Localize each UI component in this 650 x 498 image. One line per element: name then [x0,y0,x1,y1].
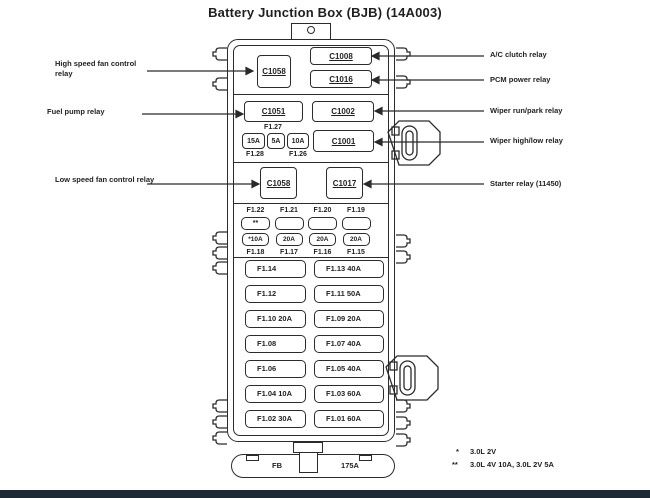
mounting-clip-icon [395,250,411,264]
large-fuse-f1-03: F1.03 60A [314,385,384,403]
megafuse-notch [299,452,318,473]
capsule-tab-right [359,455,372,461]
relay-c1058-high-speed-fan: C1058 [257,55,291,88]
relay-c1008-ac-clutch: C1008 [310,47,372,65]
relay-label-pcm-power: PCM power relay [490,75,551,84]
relay-label-starter: Starter relay (11450) [490,179,562,188]
relay-c1001-wiper-high-low: C1001 [313,130,374,152]
fuse-f1-18: *10A [242,233,269,246]
fuse-label-f1-15: F1.15 [347,249,365,256]
capsule-tab-left [246,455,259,461]
page-title: Battery Junction Box (BJB) (14A003) [208,5,442,20]
relay-c1002-wiper-run-park: C1002 [312,101,374,122]
relay-c1017-starter: C1017 [326,167,363,199]
fuse-f1-19 [341,217,371,230]
fuse-10a: 10A [287,133,309,149]
footnote-mark-single: * [456,447,459,456]
fuse-label-f1-27: F1.27 [264,124,282,131]
relay-c1016-pcm-power: C1016 [310,70,372,88]
megafuse-amps-label: 175A [341,461,359,470]
mounting-clip-icon [212,431,228,445]
section-divider [233,162,389,163]
large-fuse-grid: F1.14 F1.13 40A F1.12 F1.11 50A F1.10 20… [245,260,384,428]
large-fuse-f1-09: F1.09 20A [314,310,384,328]
footnote-text-single: 3.0L 2V [470,447,497,456]
footnote-text-double: 3.0L 4V 10A, 3.0L 2V 5A [470,460,554,469]
mounting-clip-icon [395,416,411,430]
large-fuse-f1-12: F1.12 [245,285,306,303]
mounting-clip-icon [212,77,228,91]
fuse-label-f1-26: F1.26 [289,151,307,158]
mounting-clip-icon [212,415,228,429]
mounting-clip-icon [212,47,228,61]
fuse-label-f1-18: F1.18 [246,249,265,256]
fuse-label-f1-20: F1.20 [313,207,332,214]
fuse-f1-16: 20A [309,233,336,246]
large-fuse-f1-04: F1.04 10A [245,385,306,403]
fuse-f1-21 [274,217,304,230]
mounting-clip-icon [212,261,228,275]
fusebox-inner-frame [233,45,389,436]
mounting-hole-icon [307,26,315,34]
large-fuse-f1-07: F1.07 40A [314,335,384,353]
relay-c1058-low-speed-fan: C1058 [260,167,297,199]
large-fuse-f1-01: F1.01 60A [314,410,384,428]
relay-label-high-speed-fan: High speed fan control relay [55,59,137,79]
fuse-f1-22: ** [241,217,270,230]
fuse-label-f1-28: F1.28 [246,151,264,158]
large-fuse-f1-02: F1.02 30A [245,410,306,428]
relay-c1051-fuel-pump: C1051 [244,101,303,122]
fuse-15a: 15A [242,133,265,149]
megafuse-fb-label: FB [272,461,282,470]
relay-label-low-speed-fan: Low speed fan control relay [55,175,155,184]
mounting-clip-icon [212,231,228,245]
mounting-clip-icon [395,234,411,248]
fuse-f1-17: 20A [275,233,303,246]
footnote-mark-double: ** [452,460,458,469]
fuse-label-f1-17: F1.17 [280,249,298,256]
bottom-chrome-strip [0,490,650,498]
large-fuse-f1-13: F1.13 40A [314,260,384,278]
mounting-clip-icon [395,75,411,89]
section-divider [233,203,389,204]
mini-fuse-grid: F1.22 F1.21 F1.20 F1.19 ** *10A 20A 20A … [239,206,373,259]
large-fuse-f1-08: F1.08 [245,335,306,353]
mounting-clip-icon [395,399,411,413]
mounting-clip-icon [212,399,228,413]
fuse-f1-20 [308,217,337,230]
section-divider [233,94,389,95]
fuse-label-f1-16: F1.16 [313,249,332,256]
large-fuse-f1-11: F1.11 50A [314,285,384,303]
relay-label-ac-clutch: A/C clutch relay [490,50,547,59]
section-divider [233,257,389,258]
fuse-f1-15: 20A [342,233,370,246]
mounting-clip-icon [395,47,411,61]
mounting-clip-icon [212,246,228,260]
fuse-label-f1-22: F1.22 [246,207,265,214]
large-fuse-f1-10: F1.10 20A [245,310,306,328]
large-fuse-f1-05: F1.05 40A [314,360,384,378]
relay-label-wiper-run-park: Wiper run/park relay [490,106,563,115]
side-connector-icon [387,120,441,166]
fuse-5a: 5A [267,133,285,149]
large-fuse-f1-14: F1.14 [245,260,306,278]
relay-label-wiper-high-low: Wiper high/low relay [490,136,563,145]
fuse-label-f1-19: F1.19 [347,207,365,214]
relay-label-fuel-pump: Fuel pump relay [47,107,105,116]
large-fuse-f1-06: F1.06 [245,360,306,378]
mounting-clip-icon [395,433,411,447]
fuse-label-f1-21: F1.21 [280,207,298,214]
